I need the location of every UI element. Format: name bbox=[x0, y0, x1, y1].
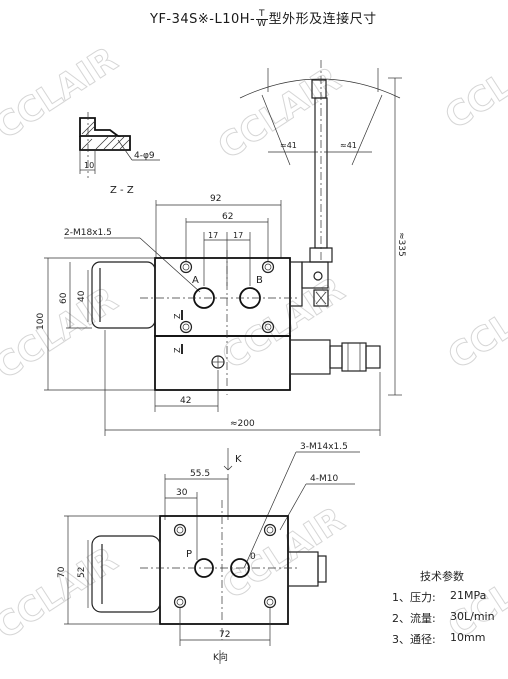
watermark-3: CCLAIR bbox=[438, 30, 508, 138]
view-k-bottom-label: K向 bbox=[213, 651, 228, 663]
angle-right-label: ≈41 bbox=[340, 141, 357, 150]
thread-bottom-label: 3-M14x1.5 bbox=[300, 442, 348, 452]
port-o-label: 0 bbox=[250, 552, 256, 562]
angle-left-label: ≈41 bbox=[280, 141, 297, 150]
tech-value: 30L/min bbox=[450, 610, 495, 623]
title-suffix: 型外形及连接尺寸 bbox=[268, 12, 377, 27]
dim-60: 60 bbox=[59, 292, 69, 304]
title-prefix: YF-34S※-L10H- bbox=[150, 12, 256, 27]
dim-335: ≈335 bbox=[396, 232, 406, 257]
title-frac-bottom: W bbox=[256, 19, 268, 29]
view-k-top-label: K bbox=[235, 454, 242, 465]
watermark-5: CCLAIR bbox=[215, 270, 351, 378]
hole-section-detail: 10 4-φ9 bbox=[79, 112, 160, 178]
dim-72: 72 bbox=[219, 630, 230, 640]
dim-17-left: 17 bbox=[208, 231, 218, 240]
hole-spec-label: 4-φ9 bbox=[134, 151, 155, 161]
hole-dim-label: 10 bbox=[84, 161, 94, 170]
technical-parameters: 技术参数 1、压力: 21MPa 2、流量: 30L/min 3、通径: 10m… bbox=[392, 568, 495, 652]
port-p-label: P bbox=[186, 549, 192, 560]
dim-92: 92 bbox=[210, 194, 221, 204]
section-label: Z - Z bbox=[110, 185, 134, 196]
port-a-label: A bbox=[192, 275, 199, 286]
dim-52: 52 bbox=[77, 567, 87, 578]
dim-100: 100 bbox=[36, 313, 46, 330]
dim-62: 62 bbox=[222, 212, 233, 222]
watermark-1: CCLAIR bbox=[0, 40, 125, 148]
tech-row-flow: 2、流量: 30L/min bbox=[392, 610, 495, 631]
dim-17-right: 17 bbox=[233, 231, 243, 240]
watermark-6: CCLAIR bbox=[441, 270, 508, 378]
dim-55: 55.5 bbox=[190, 469, 210, 479]
valve-k-view: K 3-M14x1.5 4-M10 55.5 30 bbox=[57, 442, 360, 664]
dim-30: 30 bbox=[176, 488, 188, 498]
tech-row-pressure: 1、压力: 21MPa bbox=[392, 589, 486, 610]
tech-value: 10mm bbox=[450, 631, 486, 644]
dim-200: ≈200 bbox=[230, 419, 255, 429]
dim-40: 40 bbox=[77, 290, 87, 302]
thread-top-label: 2-M18x1.5 bbox=[64, 228, 112, 238]
tech-label: 2、流量: bbox=[392, 612, 436, 625]
tech-value: 21MPa bbox=[450, 589, 487, 602]
thread-m10-label: 4-M10 bbox=[310, 474, 338, 484]
watermark-7: CCLAIR bbox=[0, 540, 125, 648]
dim-70: 70 bbox=[57, 566, 67, 578]
valve-top-view: 92 62 17 17 2-M18x1.5 bbox=[36, 60, 406, 436]
z-mark-bottom: Z bbox=[173, 347, 182, 353]
tech-row-diameter: 3、通径: 10mm bbox=[392, 631, 485, 652]
dim-42: 42 bbox=[180, 396, 191, 406]
tech-label: 3、通径: bbox=[392, 633, 436, 646]
port-b-label: B bbox=[256, 275, 263, 286]
title-frac-top: T bbox=[258, 9, 265, 19]
tech-label: 1、压力: bbox=[392, 591, 436, 604]
z-mark-top: Z bbox=[173, 313, 182, 319]
tech-heading: 技术参数 bbox=[420, 570, 464, 583]
